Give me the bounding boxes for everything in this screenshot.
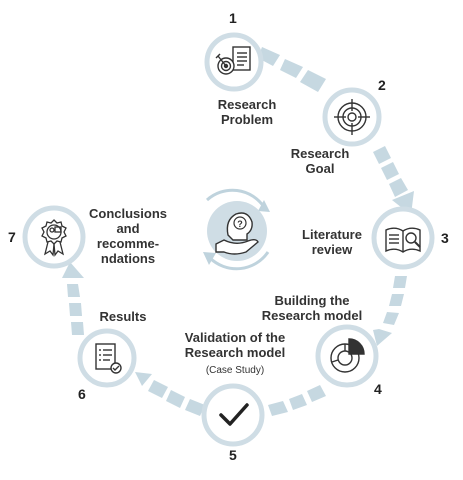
node-circle-5 <box>201 383 265 447</box>
connector-5-6 <box>135 372 205 416</box>
svg-text:?: ? <box>237 219 243 229</box>
checkmark-icon <box>219 403 249 426</box>
connector-4-5 <box>268 385 326 416</box>
connector-6-7 <box>62 262 84 335</box>
connector-3-4 <box>373 276 407 346</box>
crosshair-target-icon <box>334 99 370 135</box>
step-number-5: 5 <box>229 447 237 463</box>
step-label-6: Results <box>99 309 147 324</box>
head-in-hand-question-icon: ? <box>207 201 267 261</box>
connector-2-3 <box>373 146 414 215</box>
step-number-3: 3 <box>441 230 449 246</box>
step-sublabel-5: (Case Study) <box>205 365 265 376</box>
open-book-magnifier-icon <box>385 227 421 253</box>
step-number-2: 2 <box>378 77 386 93</box>
node-circle-2 <box>322 87 382 147</box>
connector-1-2 <box>258 47 326 92</box>
award-certificate-icon <box>41 219 67 257</box>
step-number-7: 7 <box>8 229 16 245</box>
step-label-4: Building the Research model <box>261 293 363 323</box>
center-cycle-arrows <box>203 188 270 271</box>
target-document-icon <box>215 46 251 75</box>
step-label-7: Conclusions and recomme- ndations <box>88 206 167 266</box>
step-number-1: 1 <box>229 10 237 26</box>
step-label-1: Research Problem <box>217 97 277 127</box>
step-label-5: Validation of the Research model <box>184 330 286 360</box>
step-label-3: Literature review <box>302 227 362 257</box>
pie-chart-icon <box>330 338 365 373</box>
checklist-icon <box>95 343 122 374</box>
step-number-6: 6 <box>78 386 86 402</box>
step-number-4: 4 <box>374 381 382 397</box>
step-label-2: Research Goal <box>290 146 350 176</box>
